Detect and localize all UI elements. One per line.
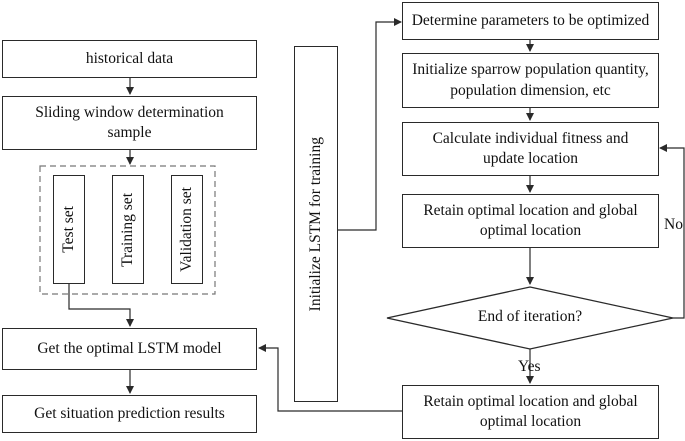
historical-data-label: historical data bbox=[85, 49, 174, 67]
sliding-window-box: Sliding window determination sample bbox=[2, 96, 257, 150]
training-set-box: Training set bbox=[112, 175, 144, 284]
arrow-testset-to-model bbox=[68, 284, 134, 327]
validation-set-box: Validation set bbox=[171, 175, 203, 284]
arrow-retain-to-model bbox=[258, 344, 402, 412]
prediction-results-box: Get situation prediction results bbox=[2, 395, 257, 433]
end-iteration-label: End of iteration? bbox=[477, 308, 583, 325]
validation-set-label: Validation set bbox=[177, 187, 195, 272]
calc-fitness-label: Calculate individual fitness and update … bbox=[432, 129, 629, 167]
no-label: No bbox=[664, 216, 683, 233]
calc-fitness-box: Calculate individual fitness and update … bbox=[402, 122, 659, 176]
retain-optimal-box-1: Retain optimal location and global optim… bbox=[402, 194, 659, 248]
init-sparrow-label: Initialize sparrow population quantity, … bbox=[412, 61, 649, 99]
sliding-window-label: Sliding window determination sample bbox=[35, 103, 224, 141]
arrow-no-loop bbox=[659, 144, 685, 319]
init-lstm-box: Initialize LSTM for training bbox=[294, 46, 338, 402]
optimal-model-box: Get the optimal LSTM model bbox=[2, 328, 257, 370]
dataset-group-outline bbox=[39, 165, 216, 295]
retain-optimal-label-1: Retain optimal location and global optim… bbox=[423, 201, 638, 239]
determine-params-box: Determine parameters to be optimized bbox=[402, 2, 659, 40]
historical-data-box: historical data bbox=[2, 40, 257, 78]
prediction-results-label: Get situation prediction results bbox=[34, 404, 225, 422]
test-set-label: Test set bbox=[59, 206, 77, 253]
optimal-model-label: Get the optimal LSTM model bbox=[37, 339, 222, 357]
init-sparrow-box: Initialize sparrow population quantity, … bbox=[402, 53, 659, 108]
init-lstm-label: Initialize LSTM for training bbox=[306, 136, 324, 312]
yes-label: Yes bbox=[518, 358, 541, 375]
retain-optimal-label-2: Retain optimal location and global optim… bbox=[423, 392, 638, 430]
retain-optimal-box-2: Retain optimal location and global optim… bbox=[402, 385, 659, 439]
determine-params-label: Determine parameters to be optimized bbox=[411, 11, 650, 29]
test-set-box: Test set bbox=[53, 175, 85, 284]
arrow-lstm-to-params bbox=[338, 18, 402, 231]
training-set-label: Training set bbox=[118, 192, 136, 267]
